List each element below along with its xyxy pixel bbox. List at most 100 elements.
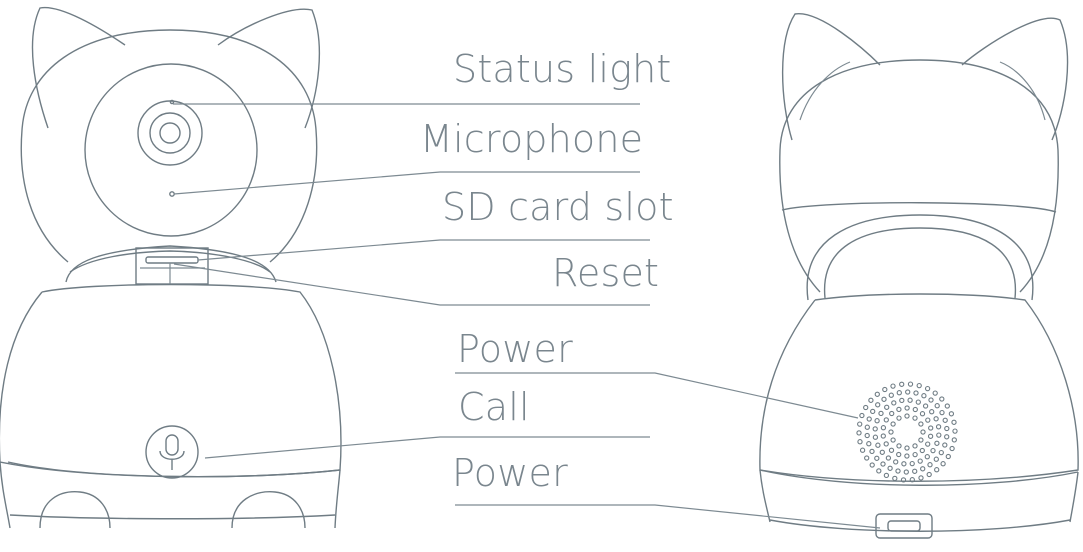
speaker-hole [921, 393, 927, 399]
speaker-hole [944, 403, 950, 409]
sd-card-slot [145, 256, 199, 264]
speaker-hole [944, 425, 950, 432]
speaker-hole [912, 468, 918, 474]
front-left-foot [39, 491, 111, 529]
speaker-hole [859, 447, 866, 453]
speaker-hole [917, 458, 923, 464]
speaker-hole [924, 454, 930, 460]
speaker-hole [933, 416, 939, 422]
speaker-hole [863, 404, 869, 411]
speaker-hole [915, 399, 921, 405]
back-head [779, 59, 1059, 293]
back-right-ear [961, 17, 1069, 141]
front-right-ear [217, 8, 320, 129]
speaker-hole [891, 400, 897, 406]
speaker-hole [949, 445, 955, 452]
speaker-hole [896, 390, 902, 396]
speaker-hole [935, 424, 942, 430]
speaker-hole [939, 409, 945, 416]
speaker-hole [945, 453, 951, 460]
leader-power-top [455, 372, 859, 419]
speaker-hole [933, 456, 939, 462]
speaker-hole [883, 441, 889, 447]
speaker-hole [900, 477, 907, 483]
speaker-hole [942, 417, 948, 423]
speaker-hole [912, 451, 918, 458]
speaker-hole [918, 437, 924, 443]
back-base-band [759, 469, 1079, 486]
speaker-hole [888, 429, 894, 435]
speaker-hole [884, 404, 890, 410]
speaker-hole [888, 447, 895, 453]
speaker-hole [875, 402, 881, 408]
speaker-hole [912, 415, 918, 421]
leader-microphone [173, 171, 640, 195]
speaker-hole [883, 417, 889, 423]
leader-call [204, 436, 650, 459]
leader-lines [173, 103, 881, 529]
speaker-hole [918, 421, 924, 427]
speaker-hole [888, 392, 894, 398]
power-port-frame [875, 513, 933, 539]
speaker-hole [918, 475, 924, 481]
speaker-hole [872, 426, 878, 432]
speaker-hole [904, 453, 910, 459]
speaker-hole [924, 385, 931, 392]
lens-outer [137, 100, 203, 166]
speaker-hole [881, 396, 887, 402]
speaker-hole [856, 430, 862, 436]
speaker-hole [913, 390, 919, 396]
speaker-hole [876, 468, 882, 474]
label-call: Call [458, 385, 530, 429]
speaker-hole [951, 437, 957, 443]
speaker-hole [925, 441, 931, 447]
speaker-hole [907, 381, 914, 387]
speaker-hole [895, 468, 901, 474]
speaker-hole [882, 386, 888, 393]
back-base-bottom [769, 519, 1071, 532]
speaker-hole [887, 465, 893, 471]
speaker-hole [934, 467, 940, 473]
speaker-hole [880, 433, 886, 439]
speaker-hole [904, 445, 910, 451]
back-base-side-right [1069, 471, 1079, 523]
speaker-hole [857, 421, 863, 427]
front-base-side-left [0, 461, 11, 529]
speaker-hole [890, 383, 896, 389]
speaker-hole [948, 411, 955, 417]
speaker-hole [896, 451, 902, 458]
speaker-hole [874, 418, 880, 424]
speaker-hole [896, 406, 902, 413]
microphone-hole [169, 191, 175, 197]
speaker-hole [890, 437, 896, 443]
back-collar-inner [823, 227, 1017, 299]
front-base [0, 283, 342, 478]
speaker-hole [870, 408, 876, 415]
speaker-hole [951, 419, 957, 425]
label-reset: Reset [552, 251, 660, 295]
front-base-bottom [9, 514, 336, 520]
speaker-hole [901, 461, 907, 467]
speaker-hole [909, 460, 915, 467]
speaker-hole [896, 415, 902, 421]
speaker-hole [927, 433, 934, 439]
speaker-hole [920, 429, 926, 435]
mic-icon-cup [159, 450, 185, 460]
front-left-ear [31, 6, 126, 129]
label-sd-card-slot: SD card slot [442, 185, 674, 229]
speaker-hole [878, 410, 884, 417]
speaker-hole [904, 413, 910, 419]
speaker-hole [869, 448, 875, 455]
label-status-light: Status light [453, 47, 672, 91]
label-power-bottom: Power [452, 451, 568, 495]
speaker-hole [864, 455, 870, 461]
speaker-hole [925, 417, 931, 423]
speaker-hole [880, 425, 887, 431]
speaker-hole [936, 432, 942, 438]
speaker-hole [892, 475, 898, 482]
speaker-hole [912, 406, 918, 413]
speaker-hole [866, 441, 872, 447]
speaker-hole [932, 390, 938, 396]
